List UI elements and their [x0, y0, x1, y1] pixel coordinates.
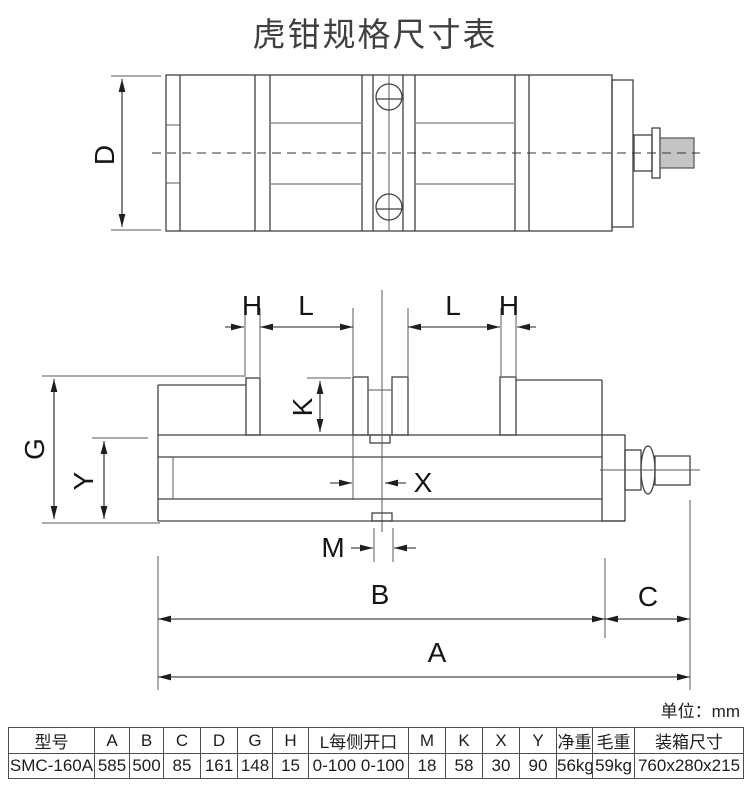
- dim-label-h-right: H: [499, 290, 519, 321]
- col-header-model: 型号: [8, 727, 95, 754]
- dim-label-l-right: L: [445, 290, 461, 321]
- screw-head-bottom: [375, 193, 403, 221]
- cell-b: 500: [129, 753, 164, 779]
- col-header-l-opening: L每侧开口: [308, 727, 409, 754]
- lead-screw-shaft-side-view: [600, 445, 700, 495]
- cell-a: 585: [94, 753, 130, 779]
- dim-label-y: Y: [68, 471, 99, 490]
- col-header-net-weight: 净重: [556, 727, 593, 754]
- dim-label-c: C: [638, 581, 658, 612]
- col-header-h: H: [272, 727, 309, 754]
- col-header-y: Y: [519, 727, 557, 754]
- page-title: 虎钳规格尺寸表: [252, 16, 498, 53]
- cell-x: 30: [482, 753, 520, 779]
- cell-packing-size: 760x280x215: [634, 753, 744, 779]
- col-header-g: G: [237, 727, 273, 754]
- dim-label-d: D: [89, 145, 120, 165]
- screw-head-top: [375, 83, 403, 111]
- col-header-k: K: [445, 727, 483, 754]
- cell-k: 58: [445, 753, 483, 779]
- unit-note: 单位：mm: [660, 702, 740, 721]
- col-header-b: B: [129, 727, 164, 754]
- side-view: H L L H K G Y X M: [19, 290, 700, 690]
- col-header-gross-weight: 毛重: [592, 727, 635, 754]
- spec-table-data-row: SMC-160A 585 500 85 161 148 15 0-100 0-1…: [8, 753, 744, 779]
- cell-h: 15: [272, 753, 309, 779]
- cell-model: SMC-160A: [8, 753, 95, 779]
- dim-label-a: A: [428, 637, 447, 668]
- spec-table: 型号 A B C D G H L每侧开口 M K X Y 净重 毛重 装箱尺寸 …: [8, 727, 744, 779]
- cell-net-weight: 56kg: [556, 753, 593, 779]
- cell-g: 148: [237, 753, 273, 779]
- cell-y: 90: [519, 753, 557, 779]
- dim-label-l-left: L: [298, 290, 314, 321]
- top-view: D: [89, 74, 700, 232]
- dim-label-m: M: [321, 532, 344, 563]
- col-header-packing-size: 装箱尺寸: [634, 727, 744, 754]
- key-slot: [371, 512, 393, 522]
- col-header-x: X: [482, 727, 520, 754]
- dim-label-b: B: [371, 579, 390, 610]
- col-header-a: A: [94, 727, 130, 754]
- col-header-d: D: [200, 727, 238, 754]
- cell-c: 85: [163, 753, 201, 779]
- dim-label-g: G: [19, 438, 50, 460]
- cell-l-opening: 0-100 0-100: [308, 753, 409, 779]
- cell-d: 161: [200, 753, 238, 779]
- col-header-c: C: [163, 727, 201, 754]
- spec-table-header-row: 型号 A B C D G H L每侧开口 M K X Y 净重 毛重 装箱尺寸: [8, 727, 744, 754]
- cell-gross-weight: 59kg: [592, 753, 635, 779]
- dim-label-h-left: H: [242, 290, 262, 321]
- dim-label-k: K: [287, 397, 318, 416]
- col-header-m: M: [408, 727, 446, 754]
- dim-label-x: X: [414, 467, 433, 498]
- cell-m: 18: [408, 753, 446, 779]
